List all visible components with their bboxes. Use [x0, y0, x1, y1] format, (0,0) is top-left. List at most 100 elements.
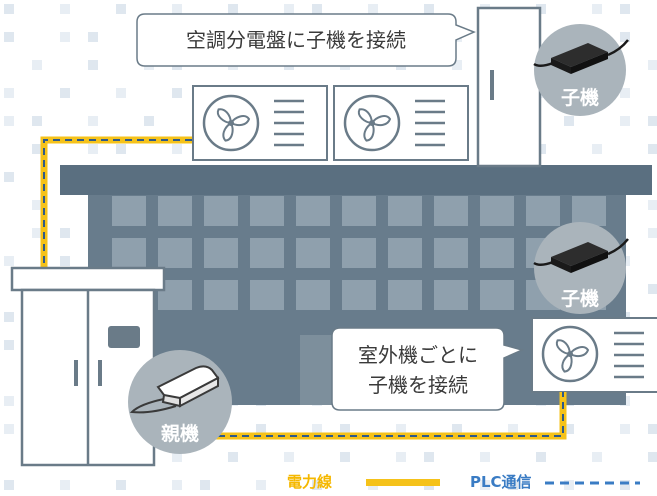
background-tile [60, 228, 70, 238]
fan-blade [222, 121, 234, 142]
background-tile [648, 144, 657, 154]
background-tile [340, 452, 350, 462]
background-tile [172, 4, 182, 14]
background-tile [60, 88, 70, 98]
background-tile [32, 60, 42, 70]
background-tile [648, 424, 657, 434]
background-tile [60, 4, 70, 14]
legend-power-label: 電力線 [287, 473, 332, 491]
fan-blade [555, 339, 572, 356]
fan-blades-icon [555, 339, 590, 373]
background-tile [4, 424, 14, 434]
outdoor-ac-unit-icon [202, 94, 260, 152]
background-tile [172, 452, 182, 462]
cabinet-top [10, 266, 166, 292]
background-tile [4, 312, 14, 322]
background-tile [172, 480, 182, 490]
background-tile [256, 480, 266, 490]
fan-hub [228, 120, 234, 126]
parent-device-badge: 親機 [128, 350, 232, 454]
background-tile [480, 480, 490, 490]
ac-distribution-panel [476, 6, 542, 168]
background-tile [4, 480, 14, 490]
building-roof [60, 165, 652, 195]
background-tile [60, 480, 70, 490]
background-tile [32, 144, 42, 154]
building-windows [112, 196, 606, 310]
plc-adapter-icon [533, 39, 629, 74]
background-tile [648, 228, 657, 238]
background-tile [620, 424, 630, 434]
building-window [112, 196, 146, 226]
background-tile [228, 4, 238, 14]
background-tile [620, 32, 630, 42]
background-tile [116, 144, 126, 154]
fan-blade [229, 115, 251, 127]
background-tile [88, 144, 98, 154]
building-window [250, 238, 284, 268]
background-tile [648, 284, 657, 294]
background-tile [592, 452, 602, 462]
outdoor-ac-unit-icon [343, 94, 401, 152]
background-tile [256, 424, 266, 434]
background-tile [32, 200, 42, 210]
background-tile [648, 116, 657, 126]
building-window [204, 196, 238, 226]
background-tile [564, 480, 574, 490]
background-tile [172, 88, 182, 98]
background-tile [592, 144, 602, 154]
vent-lines-icon [274, 99, 304, 147]
legend-power-swatch [366, 479, 440, 486]
background-tile [424, 452, 434, 462]
background-tile [312, 424, 322, 434]
callout-bottom-line2: 子機を接続 [368, 373, 468, 397]
background-tile [452, 60, 462, 70]
outdoor-unit-roof-2 [333, 85, 469, 161]
background-tile [424, 4, 434, 14]
background-tile [368, 4, 378, 14]
building-window [388, 238, 422, 268]
background-tile [340, 424, 350, 434]
background-tile [4, 340, 14, 350]
background-tile [536, 452, 546, 462]
background-tile [116, 4, 126, 14]
plc-gateway-icon [129, 365, 220, 414]
background-tile [4, 256, 14, 266]
child-device-badge-right: 子機 [533, 222, 629, 314]
background-tile [508, 480, 518, 490]
background-tile [228, 452, 238, 462]
background-tile [88, 60, 98, 70]
building-window [204, 280, 238, 310]
plc-line-top [43, 139, 192, 270]
legend: 電力線 PLC通信 [287, 473, 640, 491]
fan-blade [561, 352, 573, 373]
vent-lines-icon [415, 99, 445, 147]
background-tile [4, 396, 14, 406]
callout-bottom: 室外機ごとに 子機を接続 [331, 327, 525, 411]
background-tile [32, 228, 42, 238]
background-tile [648, 452, 657, 462]
background-tile [620, 88, 630, 98]
parent-badge-label: 親機 [161, 422, 199, 445]
fan-hub [369, 120, 375, 126]
fan-blade [363, 121, 375, 142]
building-window [434, 280, 468, 310]
child-badge-label: 子機 [561, 287, 599, 310]
building-window [296, 280, 330, 310]
background-tile [60, 32, 70, 42]
fan-blade [568, 346, 590, 358]
building-window [434, 196, 468, 226]
callout-top-text: 空調分電盤に子機を接続 [186, 28, 406, 52]
background-tile [200, 480, 210, 490]
background-tile [4, 172, 14, 182]
building-window [250, 280, 284, 310]
background-tile [4, 116, 14, 126]
fan-blade [370, 115, 392, 127]
child-badge-label: 子機 [561, 86, 599, 109]
background-tile [116, 88, 126, 98]
background-tile [312, 4, 322, 14]
outdoor-unit-side [531, 317, 657, 393]
building-window [526, 196, 560, 226]
